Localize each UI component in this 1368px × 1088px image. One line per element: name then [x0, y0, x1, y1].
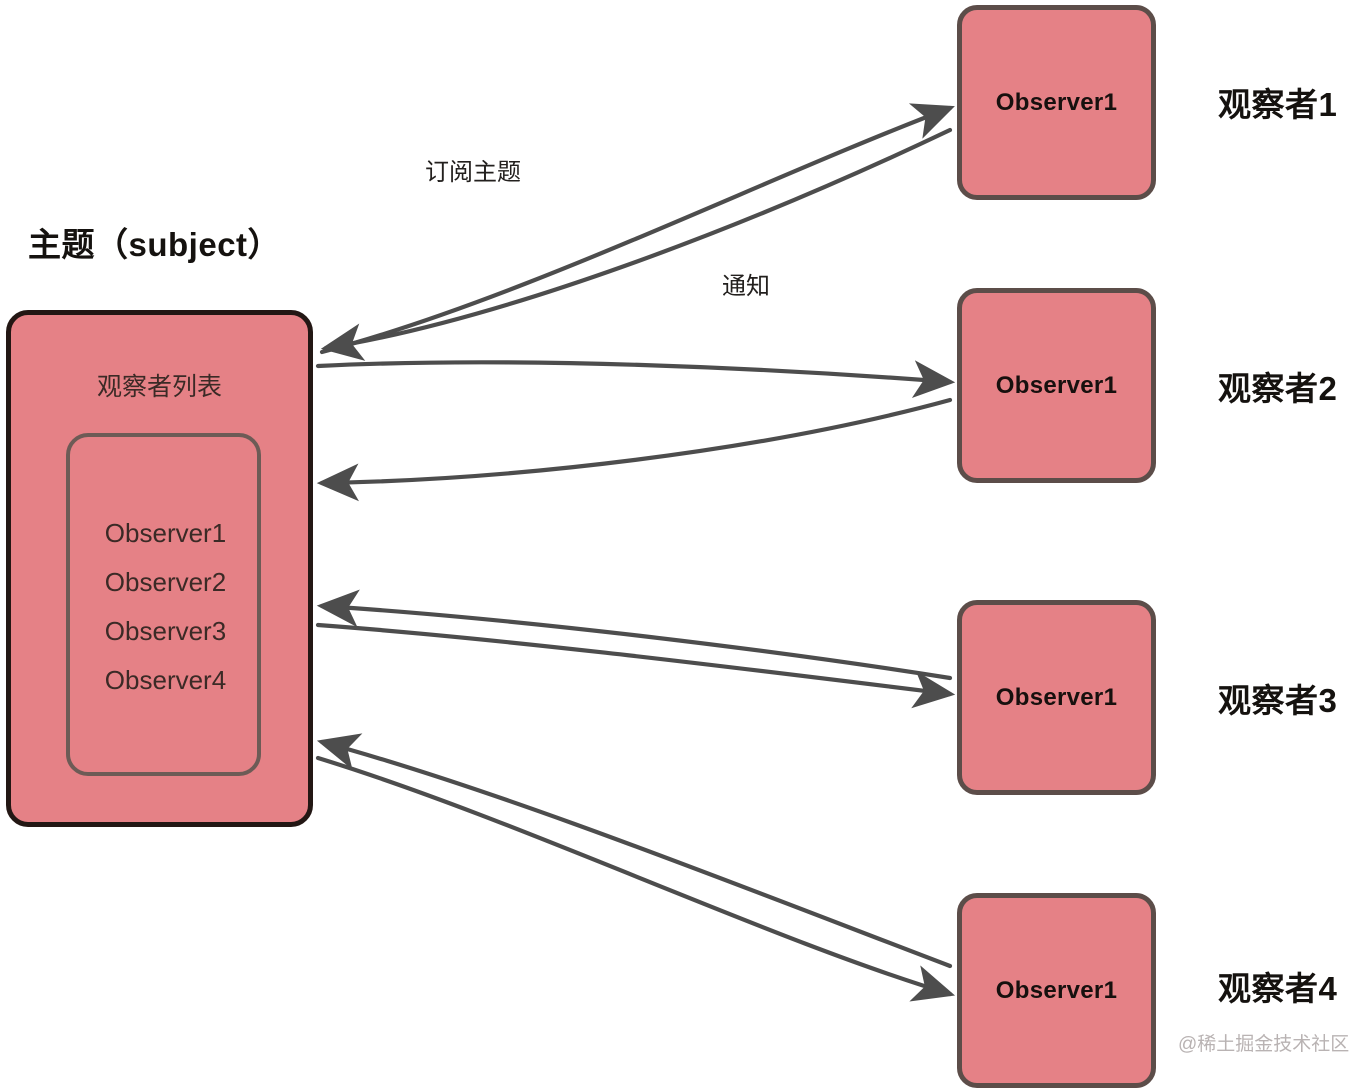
- edge-subscribe-observer3: [315, 622, 956, 709]
- subject-title: 主题（subject）: [28, 226, 282, 263]
- observer-label-2: 观察者2: [1218, 370, 1338, 407]
- observer-box-3[interactable]: Observer1: [957, 600, 1156, 795]
- observer-label-3: 观察者3: [1218, 682, 1338, 719]
- edge-notify-observer1: [320, 127, 953, 361]
- edge-subscribe-observer1: [319, 103, 955, 355]
- observer-box-1-text: Observer1: [995, 88, 1118, 116]
- observer-box-4[interactable]: Observer1: [957, 893, 1156, 1088]
- observer-label-4: 观察者4: [1218, 970, 1338, 1007]
- observer-list-items: Observer1 Observer2 Observer3 Observer4: [70, 509, 257, 705]
- observer-box-3-text: Observer1: [995, 683, 1118, 711]
- edge-notify-observer3: [316, 589, 953, 681]
- edge-subscribe-observer4: [315, 755, 956, 1002]
- observer-list-container: Observer1 Observer2 Observer3 Observer4: [66, 433, 261, 776]
- list-item: Observer3: [104, 616, 227, 646]
- edge-subscribe-observer2: [315, 360, 956, 398]
- subject-box[interactable]: 观察者列表 Observer1 Observer2 Observer3 Obse…: [6, 310, 313, 827]
- edge-label-notify: 通知: [722, 273, 770, 300]
- observer-box-2-text: Observer1: [995, 371, 1118, 399]
- edge-notify-observer2: [316, 397, 953, 502]
- observer-box-1[interactable]: Observer1: [957, 5, 1156, 200]
- list-item: Observer2: [104, 567, 227, 597]
- list-item: Observer1: [104, 518, 227, 548]
- edge-notify-observer4: [316, 733, 953, 969]
- observer-box-2[interactable]: Observer1: [957, 288, 1156, 483]
- observer-label-1: 观察者1: [1218, 86, 1338, 123]
- edge-label-subscribe: 订阅主题: [425, 159, 521, 186]
- observer-list-caption: 观察者列表: [96, 373, 222, 401]
- observer-box-4-text: Observer1: [995, 976, 1118, 1004]
- watermark: @稀土掘金技术社区: [1178, 1034, 1350, 1055]
- list-item: Observer4: [104, 665, 227, 695]
